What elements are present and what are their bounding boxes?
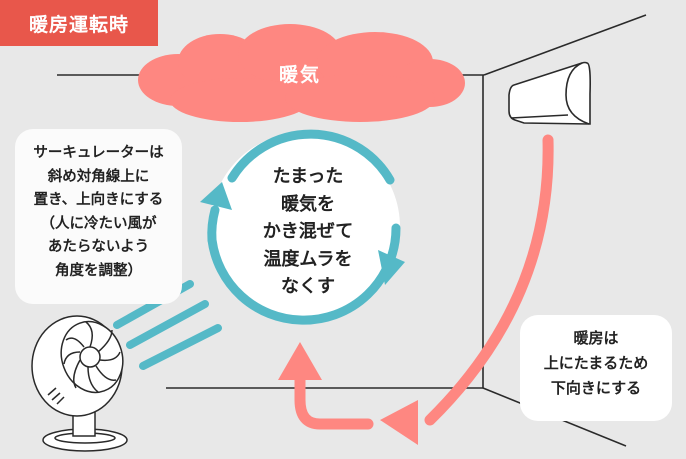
warm-air-down-arrow: [380, 134, 554, 445]
note-line: 斜め対角線上に: [47, 168, 150, 185]
cloud-label: 暖気: [278, 64, 321, 86]
circle-line: たまった: [272, 166, 344, 187]
note-line: 下向きにする: [550, 379, 642, 397]
circulator-note: サーキュレーターは 斜め対角線上に 置き、上向きにする （人に冷たい風が あたら…: [15, 129, 182, 304]
air-conditioner-icon: [508, 61, 591, 125]
note-line: （人に冷たい風が: [40, 215, 157, 232]
note-line: 暖房は: [573, 329, 619, 347]
circulation-arrowhead-left: [200, 182, 232, 210]
circle-line: なくす: [281, 276, 335, 297]
note-line: 角度を調整）: [55, 262, 142, 279]
circulator-fan-icon: [31, 315, 128, 452]
circulation-text: たまった 暖気を かき混ぜて 温度ムラを なくす: [242, 163, 374, 301]
warm-air-up-arrow: [278, 342, 374, 430]
title-badge: 暖房運転時: [0, 0, 158, 46]
note-line: サーキュレーターは: [33, 145, 164, 161]
heater-note: 暖房は 上にたまるため 下向きにする: [520, 315, 672, 421]
circulation-arrowhead-right: [378, 250, 405, 285]
note-line: あたらないよう: [47, 239, 150, 255]
warm-air-cloud: [138, 24, 465, 122]
circulation-loop: [200, 129, 405, 325]
circle-line: 暖気を: [281, 193, 335, 215]
note-line: 置き、上向きにする: [33, 192, 164, 208]
circle-line: かき混ぜて: [262, 221, 354, 242]
ceiling-right-line: [483, 14, 647, 76]
circle-line: 温度ムラを: [263, 248, 353, 270]
note-line: 上にたまるため: [543, 354, 649, 372]
